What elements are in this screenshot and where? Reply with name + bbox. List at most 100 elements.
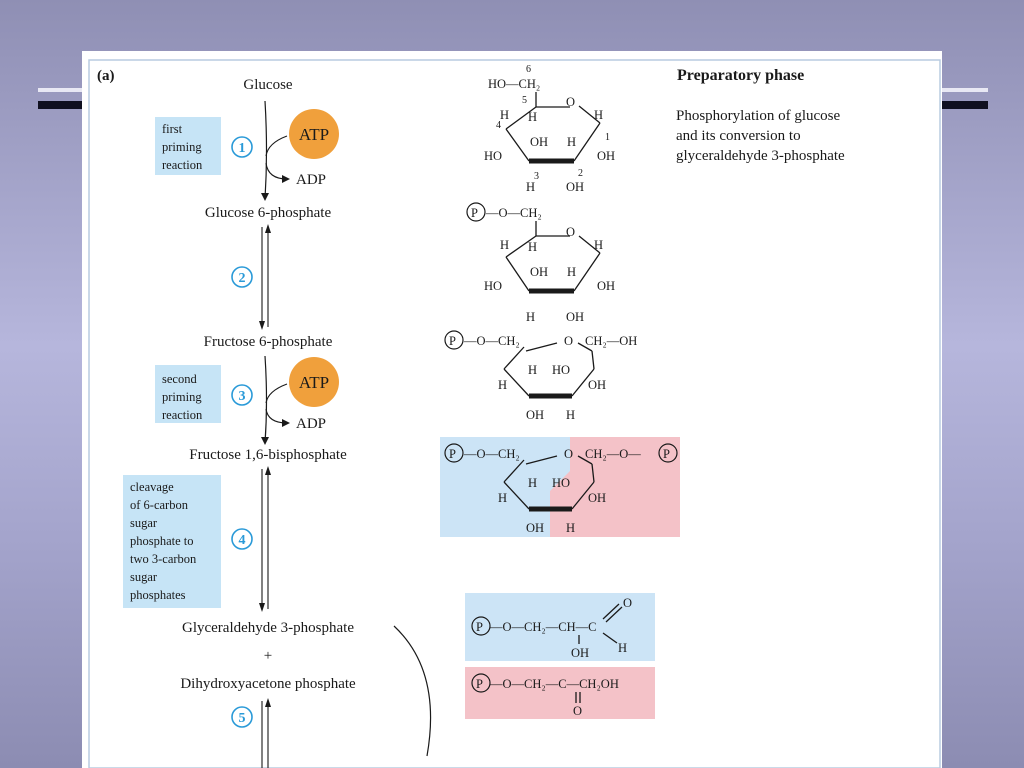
svg-text:H: H (528, 240, 537, 254)
svg-text:CH₂—O—: CH₂—O— (585, 447, 641, 461)
step-4-note-line-2: of 6-carbon (130, 498, 189, 512)
svg-text:H: H (594, 108, 603, 122)
svg-text:P: P (663, 447, 670, 461)
step-number-5: 5 (231, 706, 253, 728)
step-3-note-line-1: second (162, 372, 197, 386)
compound-fructose-6-phosphate: Fructose 6-phosphate (204, 334, 333, 350)
svg-text:H: H (498, 378, 507, 392)
svg-text:P: P (476, 620, 483, 634)
plus-sign: + (264, 648, 272, 664)
step-4-note-line-4: phosphate to (130, 534, 194, 548)
step-3-note-line-3: reaction (162, 408, 203, 422)
svg-text:HO: HO (552, 476, 570, 490)
svg-text:6: 6 (526, 64, 531, 75)
svg-text:P: P (449, 447, 456, 461)
compound-glucose-6-phosphate: Glucose 6-phosphate (205, 205, 332, 221)
step-4-note-line-5: two 3-carbon (130, 552, 197, 566)
svg-text:O: O (566, 95, 575, 109)
svg-text:H: H (567, 135, 576, 149)
svg-text:OH: OH (597, 149, 615, 163)
compound-glucose: Glucose (243, 77, 292, 93)
svg-text:HO—CH₂: HO—CH₂ (488, 77, 540, 91)
svg-text:2: 2 (239, 271, 246, 286)
svg-text:OH: OH (566, 180, 584, 194)
svg-text:—O—CH₂—C—CH₂OH: —O—CH₂—C—CH₂OH (489, 677, 619, 691)
svg-text:4: 4 (239, 533, 246, 548)
step-1-note-box (155, 117, 221, 175)
svg-text:P: P (476, 677, 483, 691)
svg-text:OH: OH (588, 378, 606, 392)
svg-text:5: 5 (522, 95, 527, 106)
svg-text:H: H (566, 521, 575, 535)
figure-border (88, 59, 941, 768)
svg-text:H: H (498, 491, 507, 505)
step-4-note-box (123, 475, 221, 608)
svg-text:H: H (528, 363, 537, 377)
f16bp-blue-region (440, 437, 570, 537)
svg-text:3: 3 (534, 171, 539, 182)
step-4-note-line-3: sugar (130, 516, 158, 530)
phase-title: Preparatory phase (677, 67, 804, 84)
svg-text:—O—CH₂: —O—CH₂ (463, 447, 520, 461)
g6p-structure: P —O—CH₂ O H H H OH H HO OH H OH (466, 202, 615, 324)
svg-text:O: O (573, 704, 582, 718)
phase-desc-line-1: Phosphorylation of glucose (676, 108, 840, 124)
svg-text:OH: OH (530, 135, 548, 149)
step-3-note-box (155, 365, 221, 423)
atp-circle-step-3 (289, 357, 339, 407)
step-2-reversible-arrow (259, 224, 271, 330)
dhap-pink-box (465, 667, 655, 719)
svg-text:OH: OH (571, 646, 589, 660)
svg-text:H: H (500, 108, 509, 122)
svg-text:1: 1 (605, 132, 610, 143)
step-4-note-line-7: phosphates (130, 588, 186, 602)
step-3-arrow (261, 355, 290, 445)
svg-text:H: H (526, 180, 535, 194)
svg-text:H: H (528, 476, 537, 490)
svg-text:HO: HO (484, 149, 502, 163)
step-4-note-line-1: cleavage (130, 480, 174, 494)
glucose-structure: HO—CH₂ 6 O 5 4 1 3 2 H H H OH H HO OH H … (484, 64, 615, 194)
step-3-note-line-2: priming (162, 390, 202, 404)
svg-text:O: O (564, 334, 573, 348)
svg-text:HO: HO (484, 279, 502, 293)
svg-text:OH: OH (526, 521, 544, 535)
compound-glyceraldehyde-3-phosphate: Glyceraldehyde 3-phosphate (182, 620, 354, 636)
step-number-1: 1 (231, 136, 253, 158)
dhap-structure: P —O—CH₂—C—CH₂OH O (471, 673, 619, 718)
svg-text:H: H (618, 641, 627, 655)
slide-figure: (a) Preparatory phase Phosphorylation of… (82, 51, 942, 768)
svg-text:3: 3 (239, 389, 246, 404)
svg-text:H: H (567, 265, 576, 279)
compound-fructose-1-6-bisphosphate: Fructose 1,6-bisphosphate (189, 447, 347, 463)
svg-text:H: H (528, 110, 537, 124)
atp-label-step-3: ATP (299, 373, 329, 392)
atp-label-step-1: ATP (299, 125, 329, 144)
svg-text:OH: OH (588, 491, 606, 505)
step-1-note-line-2: priming (162, 140, 202, 154)
svg-text:1: 1 (239, 141, 246, 156)
g3p-blue-box (465, 593, 655, 661)
f16bp-pink-region (550, 437, 680, 537)
svg-text:4: 4 (496, 120, 501, 131)
svg-text:O: O (623, 596, 632, 610)
panel-label: (a) (97, 68, 115, 84)
svg-text:H: H (566, 408, 575, 422)
step-4-reversible-arrow (259, 466, 271, 612)
svg-text:OH: OH (530, 265, 548, 279)
svg-text:H: H (500, 238, 509, 252)
step-number-2: 2 (231, 266, 253, 288)
svg-text:—O—CH₂: —O—CH₂ (485, 206, 542, 220)
step-number-4: 4 (231, 528, 253, 550)
svg-text:CH₂—OH: CH₂—OH (585, 334, 637, 348)
phase-desc-line-2: and its conversion to (676, 128, 801, 144)
step-1-arrow (261, 100, 290, 201)
step-number-3: 3 (231, 384, 253, 406)
svg-text:HO: HO (552, 363, 570, 377)
phase-desc-line-3: glyceraldehyde 3-phosphate (676, 148, 845, 164)
g3p-connector-curve (393, 625, 432, 757)
step-1-note-line-1: first (162, 122, 183, 136)
svg-text:OH: OH (566, 310, 584, 324)
svg-text:H: H (526, 310, 535, 324)
f6p-structure: P —O—CH₂ O CH₂—OH H HO H OH OH H (444, 330, 637, 422)
